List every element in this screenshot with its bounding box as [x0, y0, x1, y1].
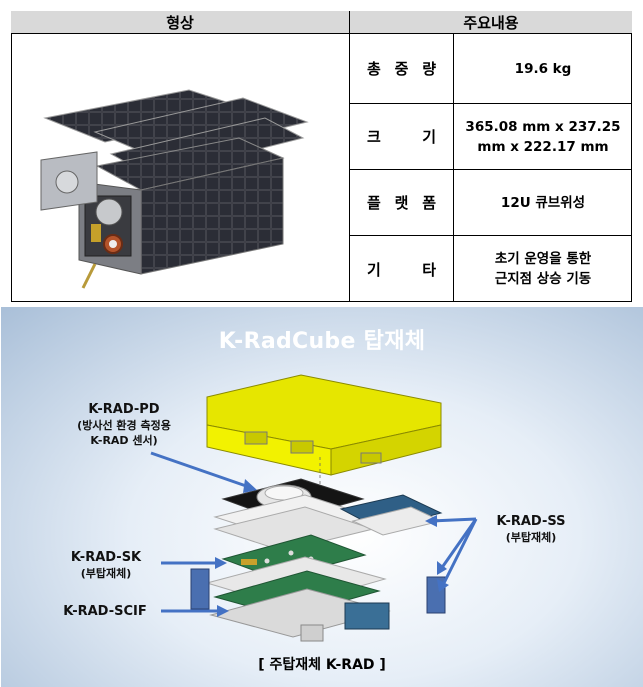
- satellite-illustration: [40, 89, 309, 289]
- connector-icon: [95, 198, 123, 226]
- payload-caption: [ 주탑재체 K-RAD ]: [258, 657, 386, 673]
- label-sk: K-RAD-SK (부탑재체): [70, 550, 142, 580]
- payload-exploded-view: [150, 374, 478, 642]
- payload-title: K-RadCube 탑재체: [218, 329, 426, 354]
- payload-panel: K-RadCube 탑재체: [1, 307, 643, 687]
- spec-table: 형상 주요내용: [11, 11, 632, 302]
- label-ss: K-RAD-SS (부탑재체): [496, 514, 566, 544]
- label-pd: K-RAD-PD (방사선 환경 측정용 K-RAD 센서): [77, 402, 171, 447]
- satellite-image-cell: [11, 34, 350, 302]
- header-main-content: 주요내용: [350, 11, 632, 34]
- yellow-housing: [206, 374, 442, 476]
- row-value: 12U 큐브위성: [500, 194, 586, 211]
- label-scif: K-RAD-SCIF: [63, 604, 147, 619]
- header-shape: 형상: [11, 11, 350, 34]
- row-value: 19.6 kg: [514, 60, 572, 77]
